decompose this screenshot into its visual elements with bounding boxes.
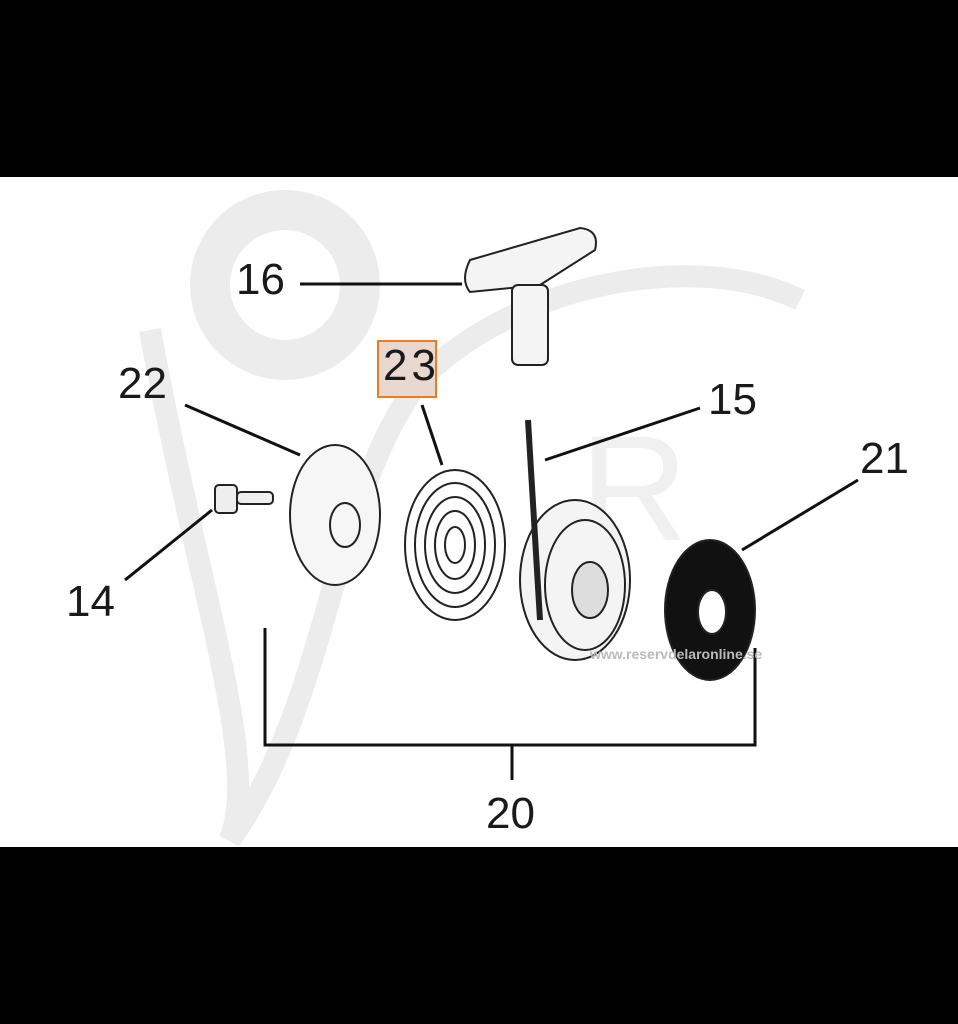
label-23-highlighted[interactable]: 23 — [377, 340, 437, 398]
label-16[interactable]: 16 — [236, 255, 285, 304]
part-22-plate — [289, 444, 381, 586]
part-14-pin — [214, 484, 274, 514]
part-16-handle — [464, 226, 597, 366]
label-14[interactable]: 14 — [66, 577, 115, 626]
part-21-disc — [664, 539, 756, 681]
part-23-spring — [404, 469, 506, 621]
label-22[interactable]: 22 — [118, 359, 167, 408]
leader-lines — [124, 282, 859, 780]
part-15-pulley — [519, 419, 631, 661]
label-15[interactable]: 15 — [708, 375, 757, 424]
label-20[interactable]: 20 — [486, 789, 535, 838]
label-21[interactable]: 21 — [860, 434, 909, 483]
watermark-text: www.reservdelaronline.se — [590, 646, 763, 662]
